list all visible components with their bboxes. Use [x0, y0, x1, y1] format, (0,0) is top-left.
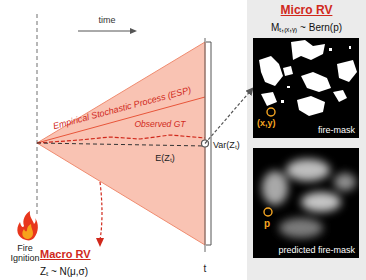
variance-label: Var(Zₜ) — [213, 138, 240, 151]
time-arrow — [78, 31, 130, 32]
observed-gt-line — [37, 135, 205, 143]
micro-rv-panel: Micro RV Mₜ,₍ₓ,ᵧ₎ ~ Bern(p) (x,y) fire-mask… — [247, 0, 366, 280]
macro-arrow — [100, 182, 102, 240]
time-t-label: t — [204, 263, 207, 274]
panel-title: Micro RV — [247, 3, 366, 17]
predicted-mask-panel: p predicted fire-mask — [253, 148, 359, 258]
image-caption: fire-mask — [318, 125, 355, 135]
dashed-connector — [205, 88, 253, 144]
expectation-line — [37, 143, 205, 146]
probability-label: p — [264, 218, 270, 229]
expectation-label: E(Zₜ) — [155, 151, 175, 164]
stochastic-cone: Empirical Stochastic Process (ESP)Observ… — [37, 42, 205, 245]
micro-formula: Mₜ,₍ₓ,ᵧ₎ ~ Bern(p) — [247, 20, 366, 34]
observed-gt-label: Observed GT — [134, 119, 185, 129]
pixel-coord-label: (x,y) — [257, 118, 276, 128]
uncertainty-cone — [37, 42, 205, 245]
time-arrowhead — [130, 28, 137, 34]
fire-icon — [17, 211, 38, 240]
macro-title: Macro RV — [40, 248, 91, 260]
macro-formula: Zₜ ~ N(μ,σ) — [40, 264, 88, 278]
ignition-axis — [36, 14, 37, 214]
time-label: time — [98, 15, 115, 25]
image-caption: predicted fire-mask — [278, 245, 355, 255]
micro-panel-ground — [247, 0, 366, 280]
predicted-mask-image — [253, 148, 359, 258]
macro-arrowhead — [96, 238, 104, 247]
fire-mask-panel: (x,y) fire-mask — [253, 38, 359, 138]
